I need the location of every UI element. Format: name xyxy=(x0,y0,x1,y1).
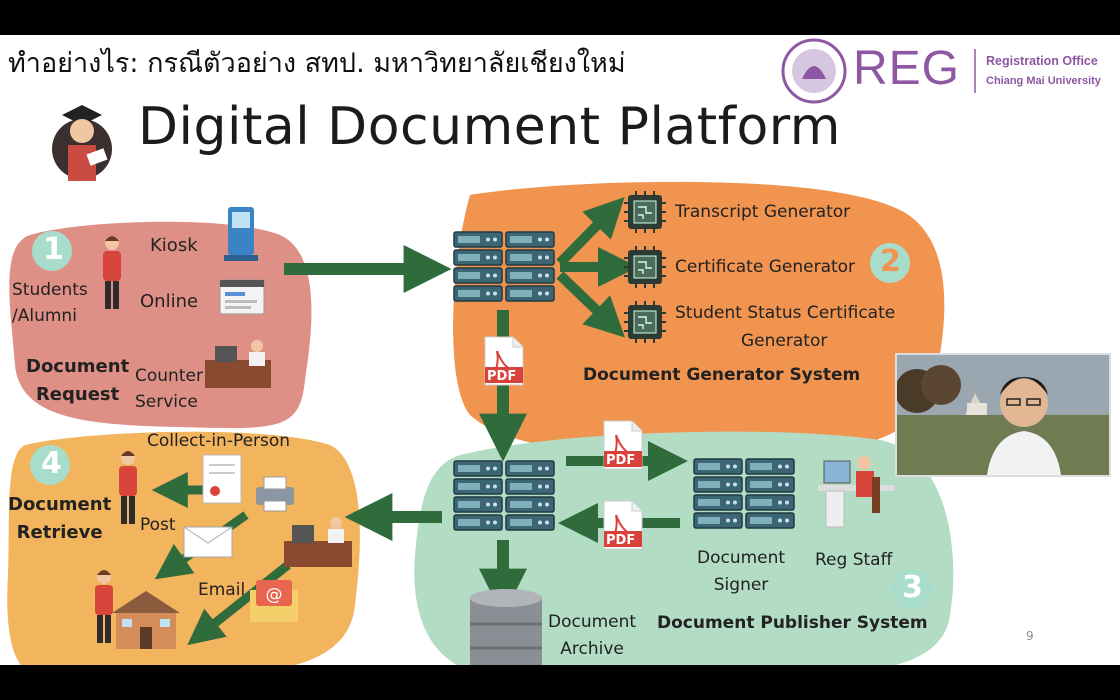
alumni-text: /Alumni xyxy=(12,306,77,326)
step-4-circle xyxy=(30,445,70,485)
arrow-email xyxy=(187,561,291,646)
pdf-label-to-sign: PDF xyxy=(606,453,636,468)
step-4-number: 4 xyxy=(41,446,62,481)
arrow-to-status xyxy=(556,271,625,338)
presenter-video[interactable] xyxy=(895,353,1111,477)
transcript-chip-icon xyxy=(623,190,667,234)
graduate-icon xyxy=(52,105,112,181)
reg-staff-label: Reg Staff xyxy=(815,550,893,570)
arrow-to-transcript xyxy=(556,197,625,267)
request-title-line2: Request xyxy=(35,384,120,405)
collect-in-person-label: Collect-in-Person xyxy=(147,431,291,451)
archive-database-icon xyxy=(470,589,542,665)
reg-staff-icon xyxy=(818,456,894,528)
counter-service-icon xyxy=(205,340,271,388)
step-3-circle xyxy=(892,569,932,609)
reg-office-line: Registration Office xyxy=(986,54,1098,68)
post-label: Post xyxy=(140,515,176,535)
envelope-icon xyxy=(183,526,233,558)
kiosk-icon xyxy=(224,207,258,261)
school-building-icon xyxy=(112,591,180,649)
archive-line2: Archive xyxy=(560,639,624,659)
page-title: Digital Document Platform xyxy=(138,97,841,157)
request-title-line1: Document xyxy=(26,356,130,377)
generator-system-title: Document Generator System xyxy=(583,365,861,385)
diagram-canvas: @ xyxy=(7,38,976,665)
reg-logo-subtitle: Registration Office Chiang Mai Universit… xyxy=(986,51,1101,91)
archive-line1: Document xyxy=(548,612,637,632)
step-1-number: 1 xyxy=(43,232,64,267)
step-3-number: 3 xyxy=(902,570,923,605)
document-request-title: Document Request xyxy=(26,353,129,409)
presentation-slide: @ ทำอย่างไร: กรณีตัวอย่าง สทป. มหาวิทยาล… xyxy=(0,35,1120,665)
transcript-generator-label: Transcript Generator xyxy=(675,202,851,222)
thai-header: ทำอย่างไร: กรณีตัวอย่าง สทป. มหาวิทยาลัย… xyxy=(8,48,626,79)
signer-line1: Document xyxy=(697,548,786,568)
kiosk-label: Kiosk xyxy=(150,235,198,256)
certificate-generator-label: Certificate Generator xyxy=(675,257,856,277)
step-2-number: 2 xyxy=(880,244,901,279)
step-1-circle xyxy=(32,231,72,271)
presenter-video-frame xyxy=(897,355,1109,475)
service-text: Service xyxy=(135,392,198,412)
cmu-seal-logo xyxy=(781,38,847,104)
reg-university-line: Chiang Mai University xyxy=(986,75,1101,87)
certificate-paper-icon xyxy=(202,454,242,504)
online-label: Online xyxy=(140,291,199,312)
status-chip-icon xyxy=(623,300,667,344)
reg-logo-text: REG xyxy=(853,42,961,95)
certificate-chip-icon xyxy=(623,245,667,289)
signer-line2: Signer xyxy=(713,575,769,595)
publisher-system-title: Document Publisher System xyxy=(657,613,928,633)
retrieve-title-line1: Document xyxy=(8,494,112,515)
pdf-label-signed: PDF xyxy=(606,533,636,548)
retrieve-title-line2: Retrieve xyxy=(16,522,103,543)
page-number: 9 xyxy=(1026,629,1034,643)
printer-icon xyxy=(256,476,294,512)
step-2-circle xyxy=(870,243,910,283)
email-label: Email xyxy=(198,580,246,600)
document-archive-label: Document Archive xyxy=(548,609,636,663)
email-icon: @ xyxy=(250,580,298,622)
browser-icon xyxy=(219,279,265,315)
clerk-desk-icon xyxy=(284,517,352,567)
students-text: Students xyxy=(12,280,88,300)
counter-service-label: Counter Service xyxy=(135,363,203,415)
document-signer-label: Document Signer xyxy=(697,545,785,599)
counter-text: Counter xyxy=(135,366,203,386)
students-alumni-label: Students /Alumni xyxy=(12,277,88,329)
svg-text:@: @ xyxy=(266,585,283,605)
pdf-label-generated: PDF xyxy=(487,369,517,384)
status-generator-label-line1: Student Status Certificate xyxy=(675,303,896,323)
status-generator-label-line2: Generator xyxy=(741,331,828,351)
document-retrieve-title: Document Retrieve xyxy=(8,491,111,547)
